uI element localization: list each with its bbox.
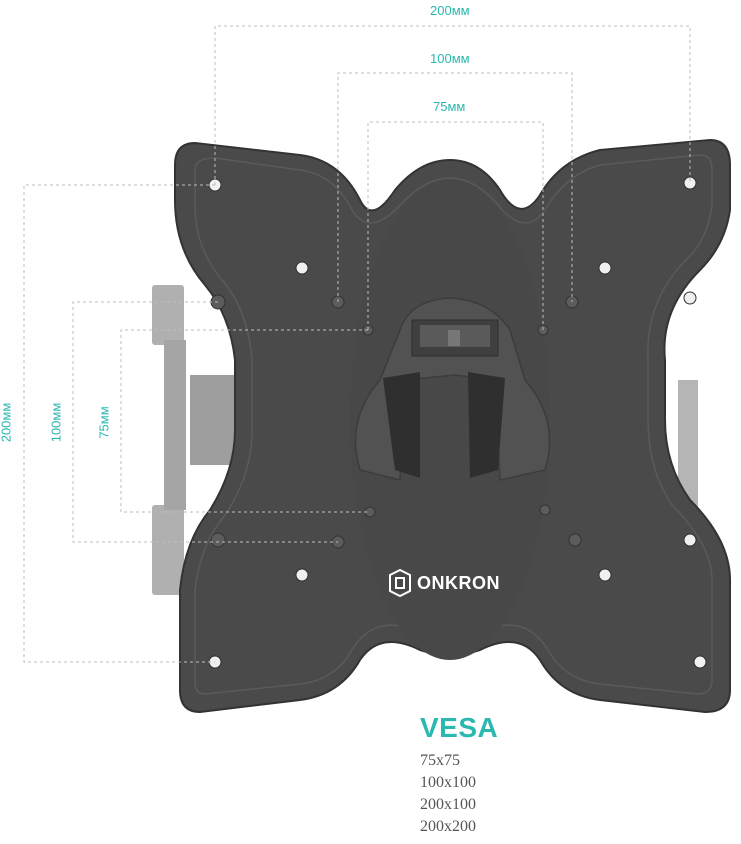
vesa-size-item: 200x200	[420, 818, 476, 835]
dim-label-horizontal-outer: 200мм	[430, 3, 470, 18]
onkron-logo-icon	[389, 568, 411, 598]
hole-200-tr	[683, 176, 697, 190]
wall-bracket-arm	[152, 285, 698, 595]
vesa-size-item: 75x75	[420, 752, 460, 769]
dim-label-vertical-outer: 200мм	[0, 402, 14, 443]
brand-logo: ONKRON	[388, 568, 500, 598]
vesa-info: VESA 75x75 100x100 200x100 200x200	[420, 712, 498, 838]
vesa-size-item: 100x100	[420, 774, 476, 791]
dim-label-vertical-inner: 75мм	[96, 406, 112, 439]
dim-label-horizontal-middle: 100мм	[430, 51, 470, 66]
vertical-dimension-lines	[23, 184, 370, 663]
mounting-holes	[208, 176, 707, 669]
center-hub	[350, 180, 550, 660]
hole-200-br	[693, 655, 707, 669]
dim-label-vertical-middle: 100мм	[48, 402, 64, 443]
vesa-size-item: 200x100	[420, 796, 476, 813]
locking-hook	[354, 297, 551, 481]
horizontal-dimension-lines	[214, 25, 691, 330]
brand-name: ONKRON	[417, 572, 500, 593]
dim-label-horizontal-inner: 75мм	[433, 99, 466, 114]
vesa-title: VESA	[420, 712, 499, 743]
vesa-size-list: 75x75 100x100 200x100 200x200	[420, 750, 498, 838]
